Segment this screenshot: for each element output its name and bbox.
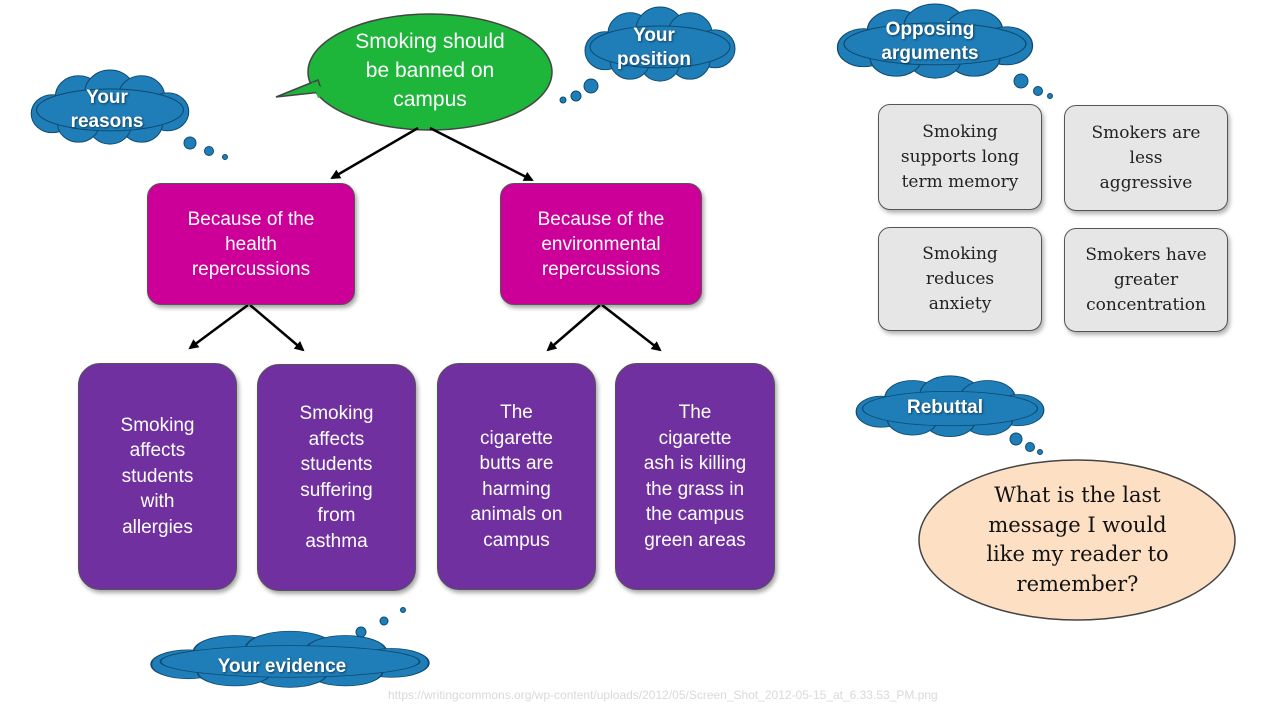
opposing-anxiety-box: Smoking reduces anxiety xyxy=(878,227,1042,331)
claim-text: Smoking should be banned on campus xyxy=(355,30,505,111)
rebuttal-question-text: What is the last message I would like my… xyxy=(986,483,1169,596)
arrow-claim-to-health xyxy=(330,126,419,180)
reason-health-box: Because of the health repercussions xyxy=(147,183,355,305)
evidence-allergies-box: Smoking affects students with allergies xyxy=(78,363,237,590)
opposing-arguments-label: Opposing arguments xyxy=(881,19,979,64)
evidence-asthma-box: Smoking affects students suffering from … xyxy=(257,364,416,591)
arrow-environment-to-butts xyxy=(546,304,601,352)
your-evidence-label: Your evidence xyxy=(217,656,347,677)
arrow-claim-to-environment xyxy=(429,126,534,182)
thought-dots xyxy=(183,73,1053,638)
source-url: https://writingcommons.org/wp-content/up… xyxy=(388,688,938,702)
reason-environment-box: Because of the environmental repercussio… xyxy=(500,183,702,305)
your-reasons-label: Your reasons xyxy=(70,87,144,132)
your-position-label: Your position xyxy=(617,25,691,70)
opposing-memory-box: Smoking supports long term memory xyxy=(878,104,1042,210)
opposing-aggression-box: Smokers are less aggressive xyxy=(1064,105,1228,211)
rebuttal-bubble xyxy=(918,459,1236,621)
arrow-environment-to-ash xyxy=(601,304,662,352)
claim-speech-bubble xyxy=(275,13,553,131)
evidence-cigarette-butts-box: The cigarette butts are harming animals … xyxy=(437,363,596,590)
arrow-health-to-asthma xyxy=(249,304,305,352)
arrows xyxy=(188,126,662,352)
arrow-health-to-allergies xyxy=(188,303,249,350)
rebuttal-label: Rebuttal xyxy=(907,397,983,418)
evidence-cigarette-ash-box: The cigarette ash is killing the grass i… xyxy=(615,363,775,590)
opposing-concentration-box: Smokers have greater concentration xyxy=(1064,228,1228,332)
